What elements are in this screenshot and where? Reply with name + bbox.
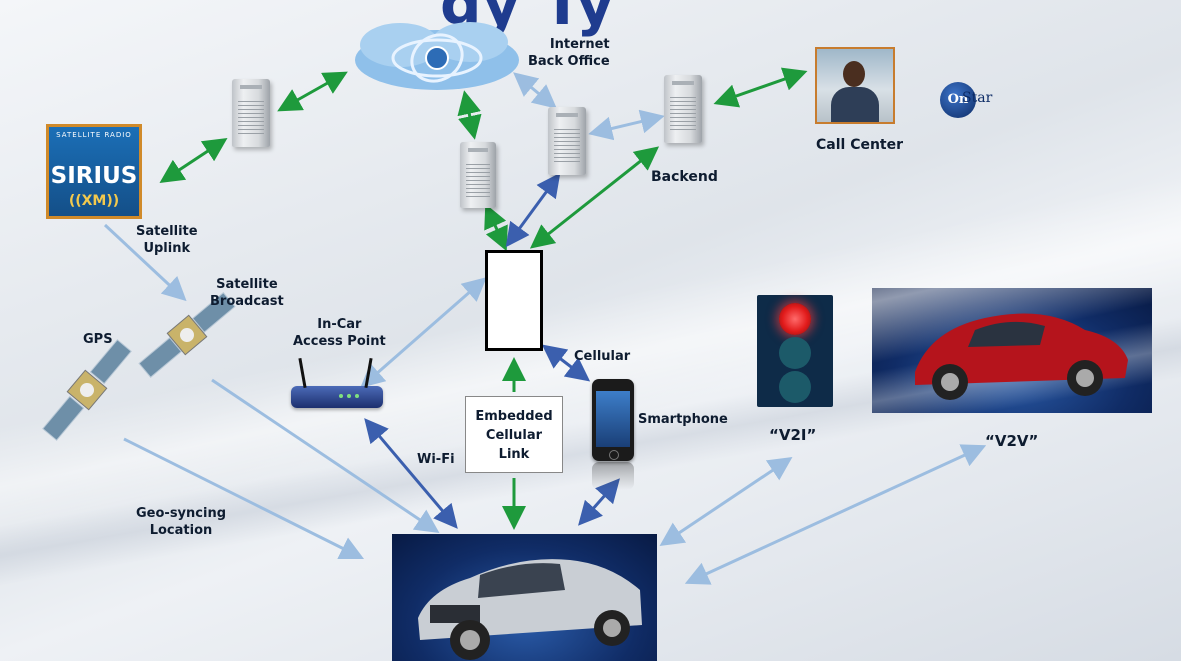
sirius-logo: SATELLITE RADIO SIRIUS ((XM)) bbox=[46, 124, 142, 219]
cloud-icon bbox=[355, 22, 519, 90]
agent-photo bbox=[815, 47, 895, 124]
in-car-access-point-label: In-Car Access Point bbox=[293, 317, 386, 349]
cell-tower-frame bbox=[485, 250, 543, 351]
geo-syncing-location-label: Geo-syncing Location bbox=[136, 506, 227, 538]
car-icon-main bbox=[418, 559, 642, 660]
smartphone-reflection bbox=[592, 462, 634, 490]
wifi-label: Wi-Fi bbox=[417, 452, 455, 467]
car-icon-v2v bbox=[915, 313, 1128, 400]
gps-label: GPS bbox=[83, 332, 113, 347]
server-icon bbox=[664, 75, 702, 143]
satellite-broadcast-label: Satellite Broadcast bbox=[210, 277, 284, 309]
call-center-label: Call Center bbox=[816, 137, 904, 153]
router-icon bbox=[291, 357, 383, 408]
v2i-label: “V2I” bbox=[769, 426, 817, 444]
smartphone-label: Smartphone bbox=[638, 412, 728, 427]
internet-back-office-label: Internet Back Office bbox=[528, 37, 610, 69]
cellular-label: Cellular bbox=[574, 349, 631, 364]
smartphone-icon bbox=[592, 379, 634, 461]
server-icon bbox=[548, 107, 586, 175]
server-icon bbox=[460, 142, 496, 208]
satellite-icon-gps bbox=[42, 339, 132, 441]
backend-label: Backend bbox=[651, 169, 718, 185]
embedded-cellular-link-label: Embedded Cellular Link bbox=[475, 409, 553, 462]
embedded-cellular-link-box: Embedded Cellular Link bbox=[465, 396, 563, 473]
v2v-label: “V2V” bbox=[985, 432, 1039, 450]
satellite-icon-broadcast bbox=[138, 292, 236, 378]
satellite-uplink-label: Satellite Uplink bbox=[136, 224, 198, 256]
server-icon bbox=[232, 79, 270, 147]
traffic-light-icon bbox=[757, 295, 833, 407]
onstar-wordmark: Star bbox=[962, 90, 993, 106]
onstar-logo: On bbox=[940, 82, 976, 118]
